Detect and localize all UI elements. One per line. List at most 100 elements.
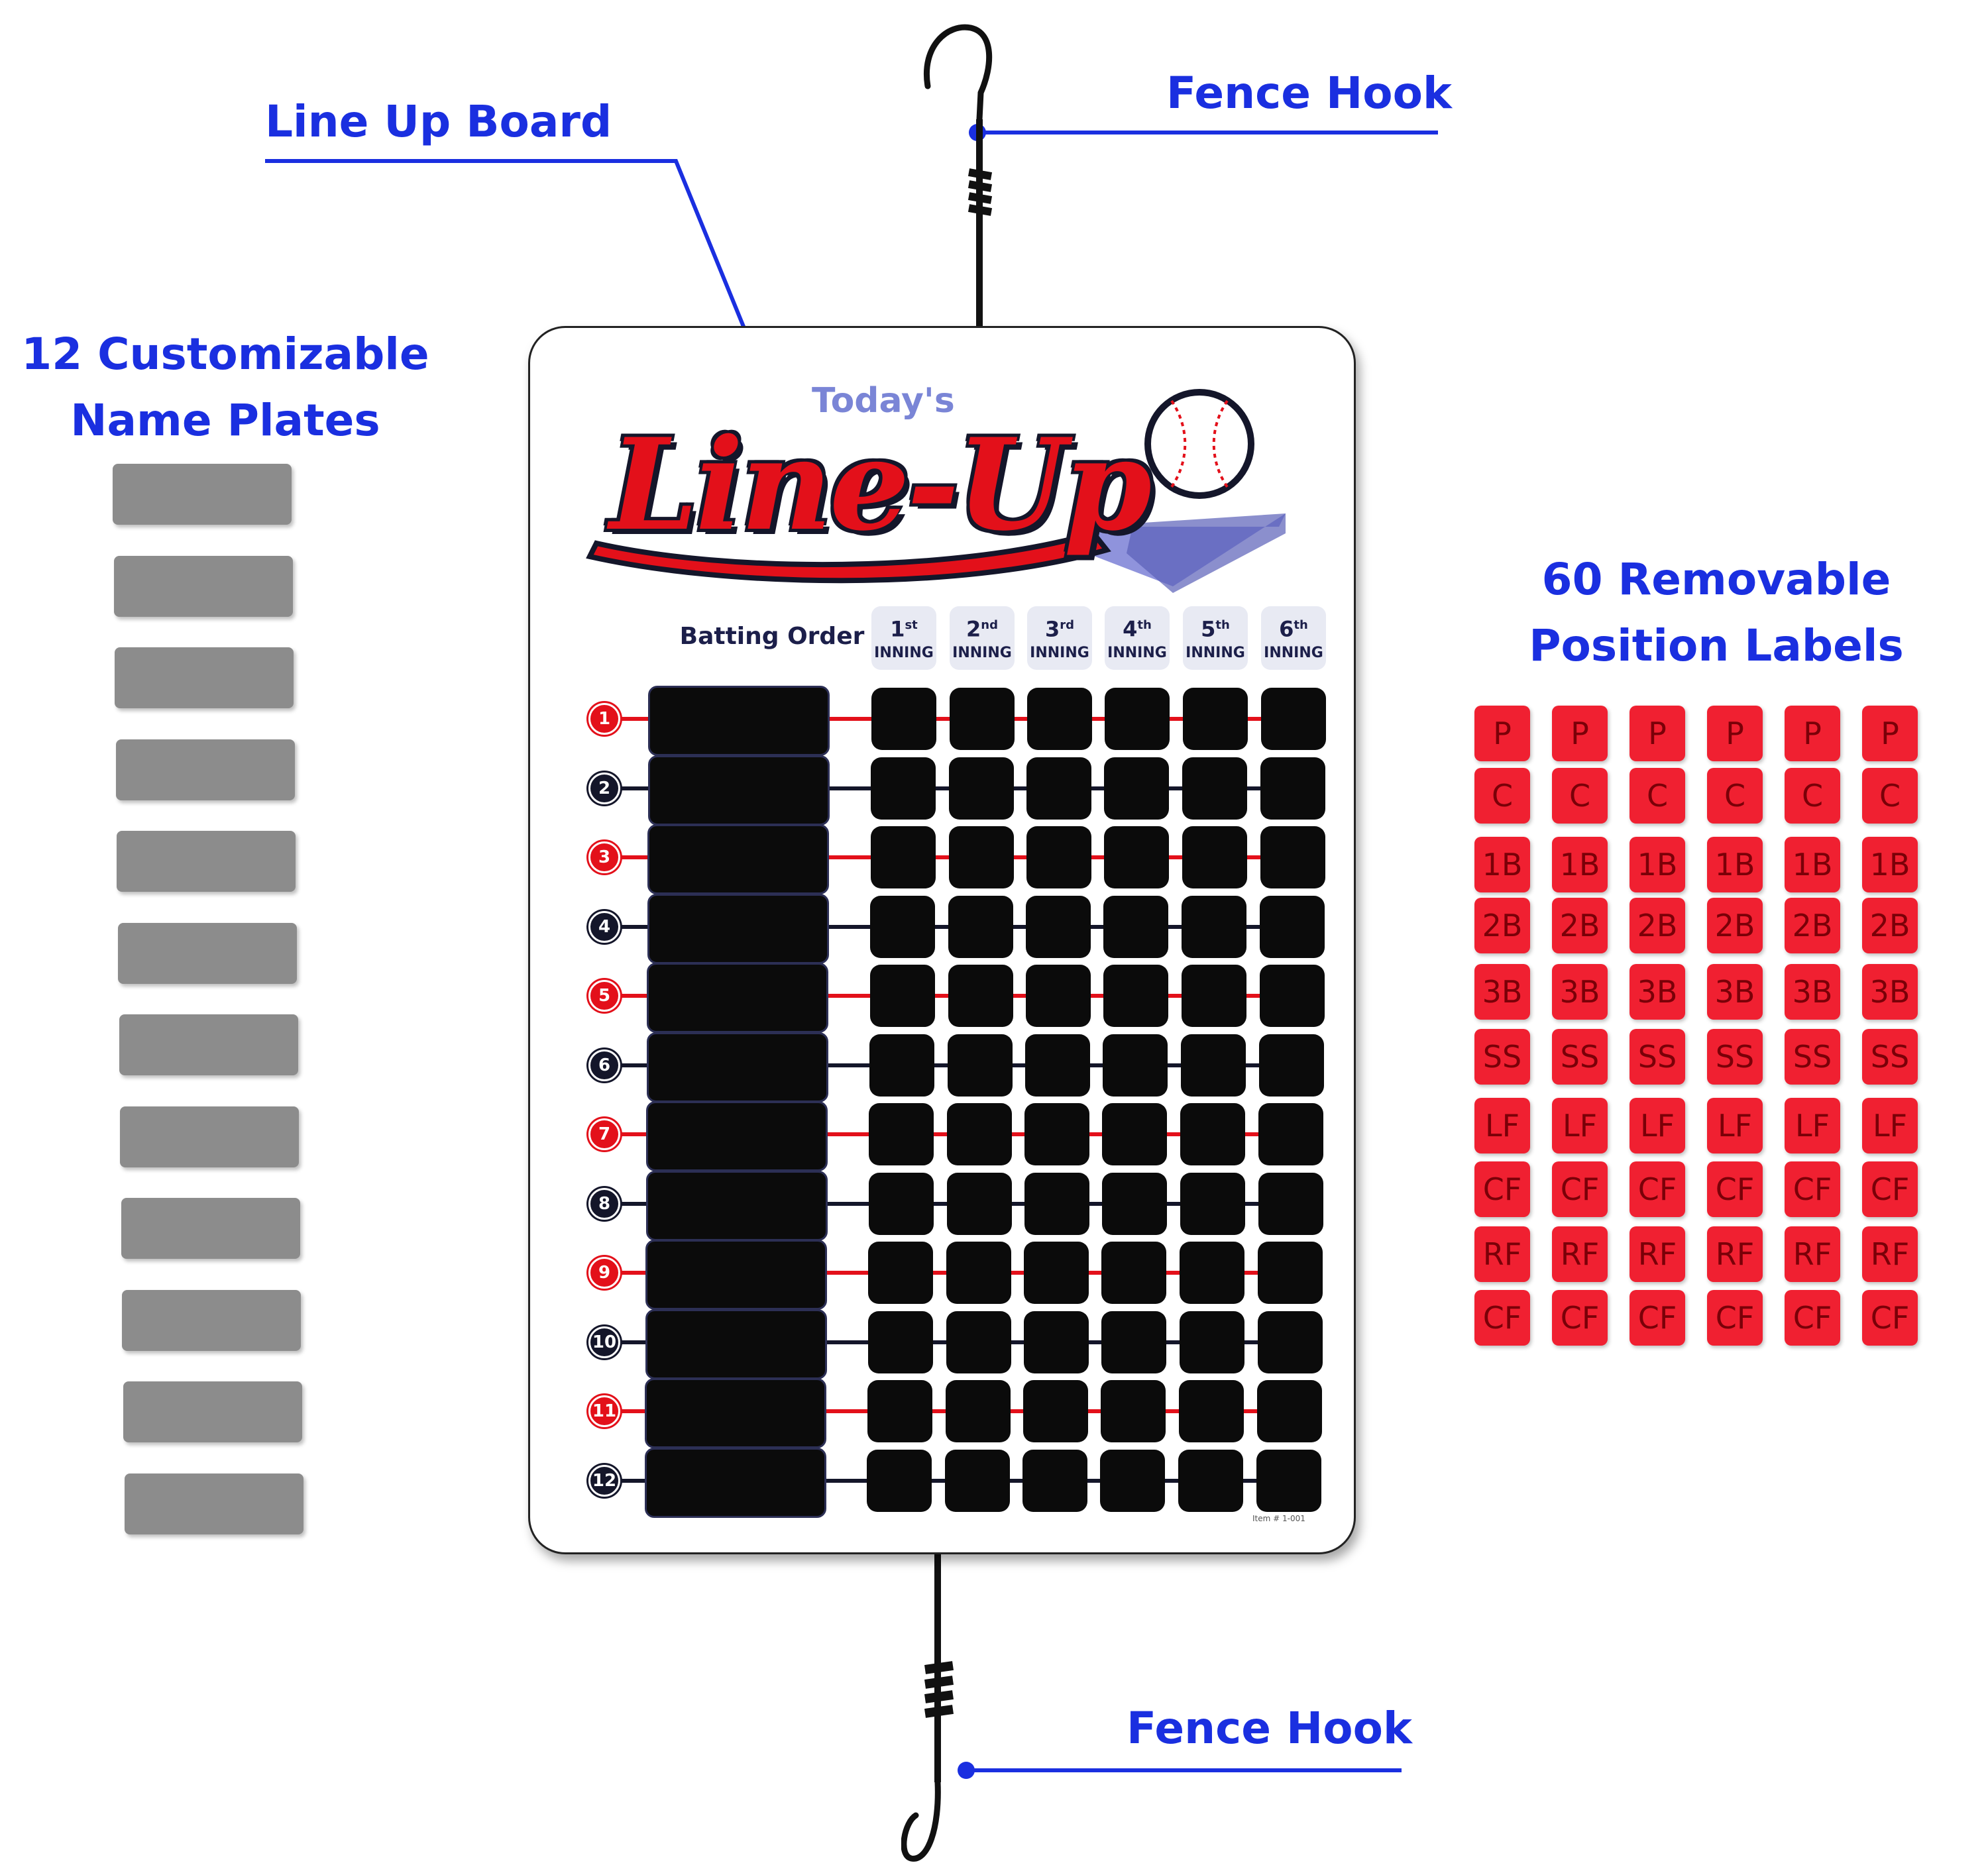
position-slot[interactable] [1178,1449,1244,1512]
position-label[interactable]: CF [1629,1161,1685,1217]
position-label[interactable]: LF [1552,1098,1608,1153]
position-label[interactable]: RF [1552,1226,1608,1282]
position-slot[interactable] [1024,1103,1090,1165]
position-slot[interactable] [869,1103,934,1165]
position-label[interactable]: CF [1474,1161,1530,1217]
position-label[interactable]: RF [1862,1226,1918,1282]
position-slot[interactable] [946,1311,1011,1373]
position-label[interactable]: 2B [1862,898,1918,953]
position-label[interactable]: 2B [1785,898,1840,953]
name-plate[interactable] [119,1014,298,1075]
name-plate-slot[interactable] [647,824,829,894]
position-label[interactable]: P [1474,706,1530,761]
position-slot[interactable] [1100,1449,1166,1512]
name-plate[interactable] [121,1198,300,1259]
position-label[interactable]: SS [1862,1029,1918,1085]
name-plate[interactable] [120,1106,300,1167]
position-slot[interactable] [1257,1311,1323,1373]
position-label[interactable]: LF [1862,1098,1918,1153]
position-label[interactable]: SS [1785,1029,1840,1085]
position-slot[interactable] [1023,1311,1089,1373]
position-label[interactable]: CF [1629,1290,1685,1346]
position-label[interactable]: CF [1785,1290,1840,1346]
position-slot[interactable] [868,1242,934,1304]
name-plate-slot[interactable] [644,1447,826,1518]
position-label[interactable]: C [1474,768,1530,824]
name-plate[interactable] [123,1381,302,1442]
position-slot[interactable] [1103,1034,1168,1097]
position-slot[interactable] [1179,1311,1244,1373]
position-label[interactable]: P [1862,706,1918,761]
position-slot[interactable] [948,965,1013,1027]
position-slot[interactable] [1181,1034,1246,1097]
position-label[interactable]: RF [1707,1226,1763,1282]
position-label[interactable]: 1B [1474,837,1530,892]
position-slot[interactable] [1024,1242,1089,1304]
position-label[interactable]: 3B [1862,964,1918,1020]
position-label[interactable]: SS [1707,1029,1763,1085]
position-label[interactable]: CF [1707,1290,1763,1346]
position-slot[interactable] [867,1311,933,1373]
position-slot[interactable] [1180,1242,1245,1304]
position-slot[interactable] [1256,1449,1322,1512]
name-plate[interactable] [117,831,296,892]
name-plate[interactable] [113,464,292,525]
position-label[interactable]: 1B [1707,837,1763,892]
position-label[interactable]: 1B [1785,837,1840,892]
position-label[interactable]: C [1707,768,1763,824]
position-slot[interactable] [1258,1103,1324,1165]
position-slot[interactable] [947,1103,1013,1165]
position-label[interactable]: C [1552,768,1608,824]
position-slot[interactable] [1180,1172,1245,1235]
position-label[interactable]: CF [1785,1161,1840,1217]
position-slot[interactable] [1259,965,1325,1027]
position-slot[interactable] [946,1380,1011,1442]
position-label[interactable]: 3B [1552,964,1608,1020]
position-slot[interactable] [870,826,936,888]
name-plate[interactable] [113,555,293,617]
position-slot[interactable] [1027,688,1092,750]
position-label[interactable]: 3B [1629,964,1685,1020]
position-slot[interactable] [1024,1172,1089,1235]
position-label[interactable]: 3B [1474,964,1530,1020]
position-slot[interactable] [1103,826,1169,888]
position-label[interactable]: 2B [1707,898,1763,953]
position-slot[interactable] [946,1172,1012,1235]
position-slot[interactable] [949,757,1015,820]
position-label[interactable]: 2B [1552,898,1608,953]
name-plate-slot[interactable] [646,1032,828,1102]
position-slot[interactable] [1182,757,1248,820]
position-label[interactable]: C [1785,768,1840,824]
position-slot[interactable] [868,1172,934,1235]
position-slot[interactable] [1260,895,1325,958]
position-label[interactable]: 3B [1785,964,1840,1020]
position-slot[interactable] [871,757,936,820]
position-slot[interactable] [948,895,1014,958]
position-label[interactable]: 1B [1629,837,1685,892]
name-plate[interactable] [118,922,297,984]
position-slot[interactable] [1258,1242,1323,1304]
position-slot[interactable] [867,1449,932,1512]
position-slot[interactable] [1259,1034,1324,1097]
position-label[interactable]: P [1629,706,1685,761]
position-slot[interactable] [1102,1103,1168,1165]
name-plate[interactable] [115,647,294,708]
position-slot[interactable] [1105,688,1170,750]
name-plate-slot[interactable] [647,893,829,964]
position-slot[interactable] [1258,1172,1323,1235]
position-slot[interactable] [1182,826,1247,888]
position-label[interactable]: 1B [1552,837,1608,892]
name-plate[interactable] [122,1289,302,1351]
position-slot[interactable] [1182,895,1247,958]
position-label[interactable]: 2B [1629,898,1685,953]
name-plate-slot[interactable] [645,1378,826,1448]
position-slot[interactable] [1260,757,1326,820]
position-label[interactable]: LF [1707,1098,1763,1153]
position-slot[interactable] [869,1034,934,1097]
position-slot[interactable] [1103,965,1168,1027]
position-slot[interactable] [1022,1449,1088,1512]
position-label[interactable]: LF [1474,1098,1530,1153]
position-slot[interactable] [1023,1380,1088,1442]
position-slot[interactable] [950,688,1015,750]
position-slot[interactable] [945,1449,1011,1512]
